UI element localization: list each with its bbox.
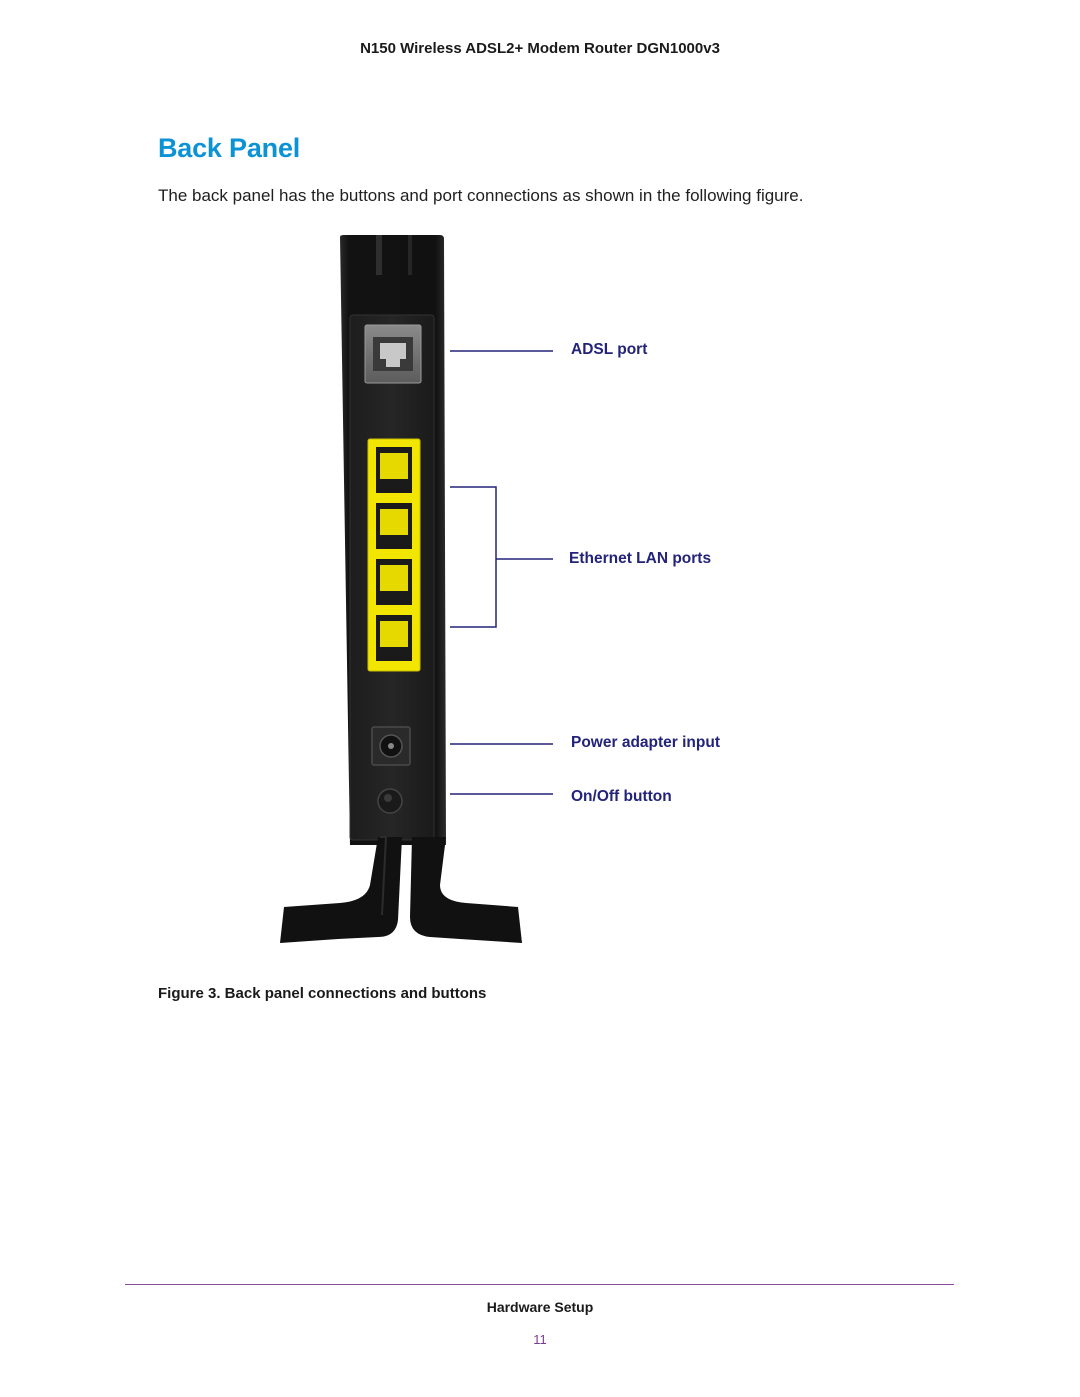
onoff-button <box>377 788 403 814</box>
page-number: 11 <box>533 1332 547 1347</box>
adsl-port <box>364 324 422 384</box>
power-adapter-input <box>371 726 411 766</box>
callout-power-adapter-input: Power adapter input <box>571 734 720 751</box>
section-title: Back Panel <box>158 133 301 163</box>
callout-adsl-port: ADSL port <box>571 341 648 358</box>
callout-onoff-button: On/Off button <box>571 788 672 805</box>
lan-port <box>376 559 412 605</box>
callout-lines <box>450 350 553 795</box>
ethernet-lan-ports <box>367 438 421 672</box>
running-header: N150 Wireless ADSL2+ Modem Router DGN100… <box>360 40 720 57</box>
footer-section-name: Hardware Setup <box>486 1299 594 1315</box>
lan-port <box>376 447 412 493</box>
router-back-panel-figure <box>280 235 553 943</box>
figure-caption: Figure 3. Back panel connections and but… <box>158 985 487 1002</box>
lan-port <box>376 503 412 549</box>
intro-paragraph: The back panel has the buttons and port … <box>158 186 804 205</box>
footer-rule <box>125 1284 954 1285</box>
router-stand <box>280 836 522 943</box>
lan-port <box>376 615 412 661</box>
callout-ethernet-lan-ports: Ethernet LAN ports <box>569 550 712 567</box>
